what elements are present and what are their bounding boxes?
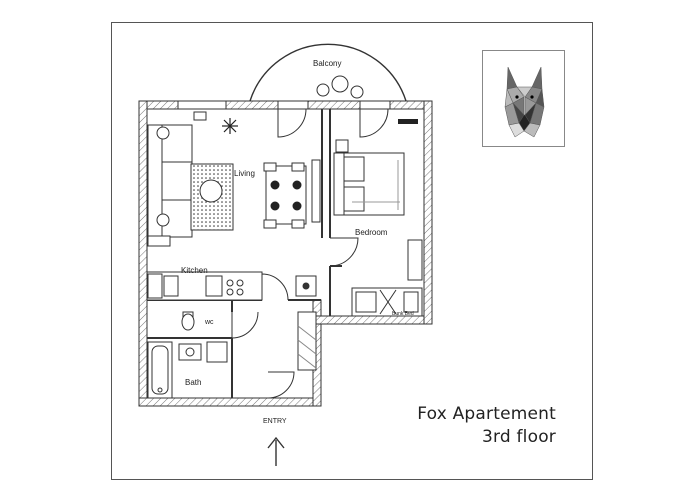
balcony-chair [350,85,364,99]
door-swings [231,108,389,399]
drawing-frame [111,22,593,480]
shelf [193,111,207,121]
balcony-label: Balcony [313,59,341,68]
bunk-bed [351,287,423,317]
balcony [249,43,407,102]
kitchen-label: Kitchen [181,266,208,275]
fox-head-icon [504,66,545,138]
bathroom-sink [178,341,228,363]
sofa [147,124,193,238]
coffee-table [199,179,223,203]
living-label: Living [234,169,255,178]
bunk-bed-label: Bunk Bed [392,311,414,317]
balcony-table [331,75,349,93]
wc-label: wc [204,319,214,326]
fox-logo-card [482,50,565,147]
toilet [181,311,195,331]
kitchen-counter [146,235,263,301]
bath-label: Bath [185,378,201,387]
entry-label: ENTRY [263,418,287,425]
balcony-chair [316,83,330,97]
balcony-door [277,100,309,110]
apartment-title: Fox Apartement [417,404,556,424]
entry-arrow-icon [267,436,285,466]
hall-wardrobe [297,311,317,371]
plant-icon [222,118,238,134]
window [177,100,227,110]
bathtub [147,341,173,399]
floor-label: 3rd floor [481,427,556,447]
tv-unit [311,159,321,223]
balcony-door [359,100,391,110]
bedroom-wardrobe [407,239,423,281]
washing-machine [295,275,317,297]
radiator [398,119,418,124]
double-bed [333,139,405,216]
bedroom-label: Bedroom [355,228,388,237]
dining-area [263,162,307,229]
